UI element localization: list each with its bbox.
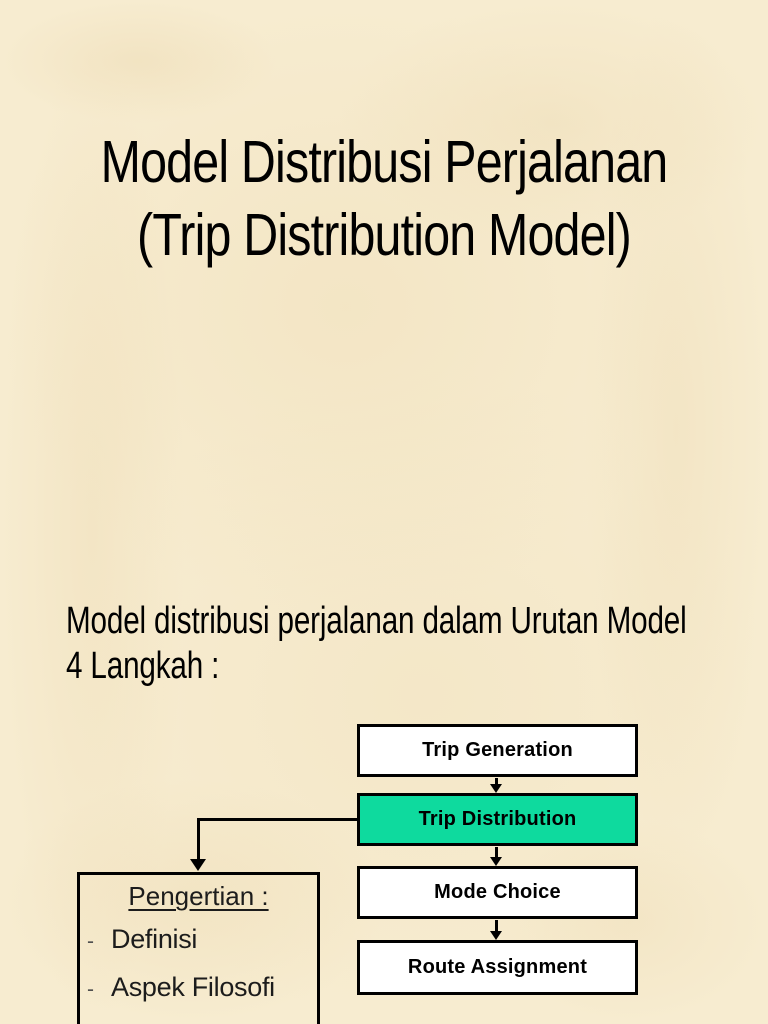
pengertian-box: Pengertian : - Definisi - Aspek Filosofi bbox=[77, 872, 320, 1024]
flow-step-label: Trip Generation bbox=[422, 739, 573, 761]
slide-title-line1: Model Distribusi Perjalanan bbox=[100, 129, 669, 195]
slide-subtitle: Model distribusi perjalanan dalam Urutan… bbox=[66, 599, 687, 689]
flow-step-mode-choice: Mode Choice bbox=[357, 866, 638, 919]
list-item-aspek-filosofi: - Aspek Filosofi bbox=[80, 971, 317, 1006]
slide-title: Model Distribusi Perjalanan (Trip Distri… bbox=[69, 126, 699, 272]
slide-title-line2: (Trip Distribution Model) bbox=[137, 202, 632, 268]
branch-connector-vertical bbox=[197, 818, 200, 860]
subtitle-line2: 4 Langkah : bbox=[66, 645, 220, 687]
list-item-definisi: - Definisi bbox=[80, 923, 317, 958]
branch-connector-horizontal bbox=[198, 818, 358, 821]
dash-bullet: - bbox=[87, 930, 94, 953]
flow-step-trip-generation: Trip Generation bbox=[357, 724, 638, 777]
branch-connector-arrowhead-icon bbox=[190, 859, 206, 871]
subtitle-line1: Model distribusi perjalanan dalam Urutan… bbox=[66, 600, 687, 642]
dash-bullet: - bbox=[87, 978, 94, 1001]
flow-step-label: Route Assignment bbox=[407, 956, 588, 978]
down-arrow-icon bbox=[490, 778, 503, 793]
flow-step-trip-distribution: Trip Distribution bbox=[357, 793, 638, 846]
flow-step-route-assignment: Route Assignment bbox=[357, 940, 638, 995]
flow-step-label: Mode Choice bbox=[434, 881, 561, 903]
list-item-label: Aspek Filosofi bbox=[111, 972, 275, 1002]
list-item-label: Definisi bbox=[111, 924, 198, 954]
down-arrow-icon bbox=[490, 920, 503, 940]
flow-step-label: Trip Distribution bbox=[418, 808, 577, 830]
down-arrow-icon bbox=[490, 847, 503, 866]
pengertian-heading: Pengertian : bbox=[128, 881, 269, 911]
